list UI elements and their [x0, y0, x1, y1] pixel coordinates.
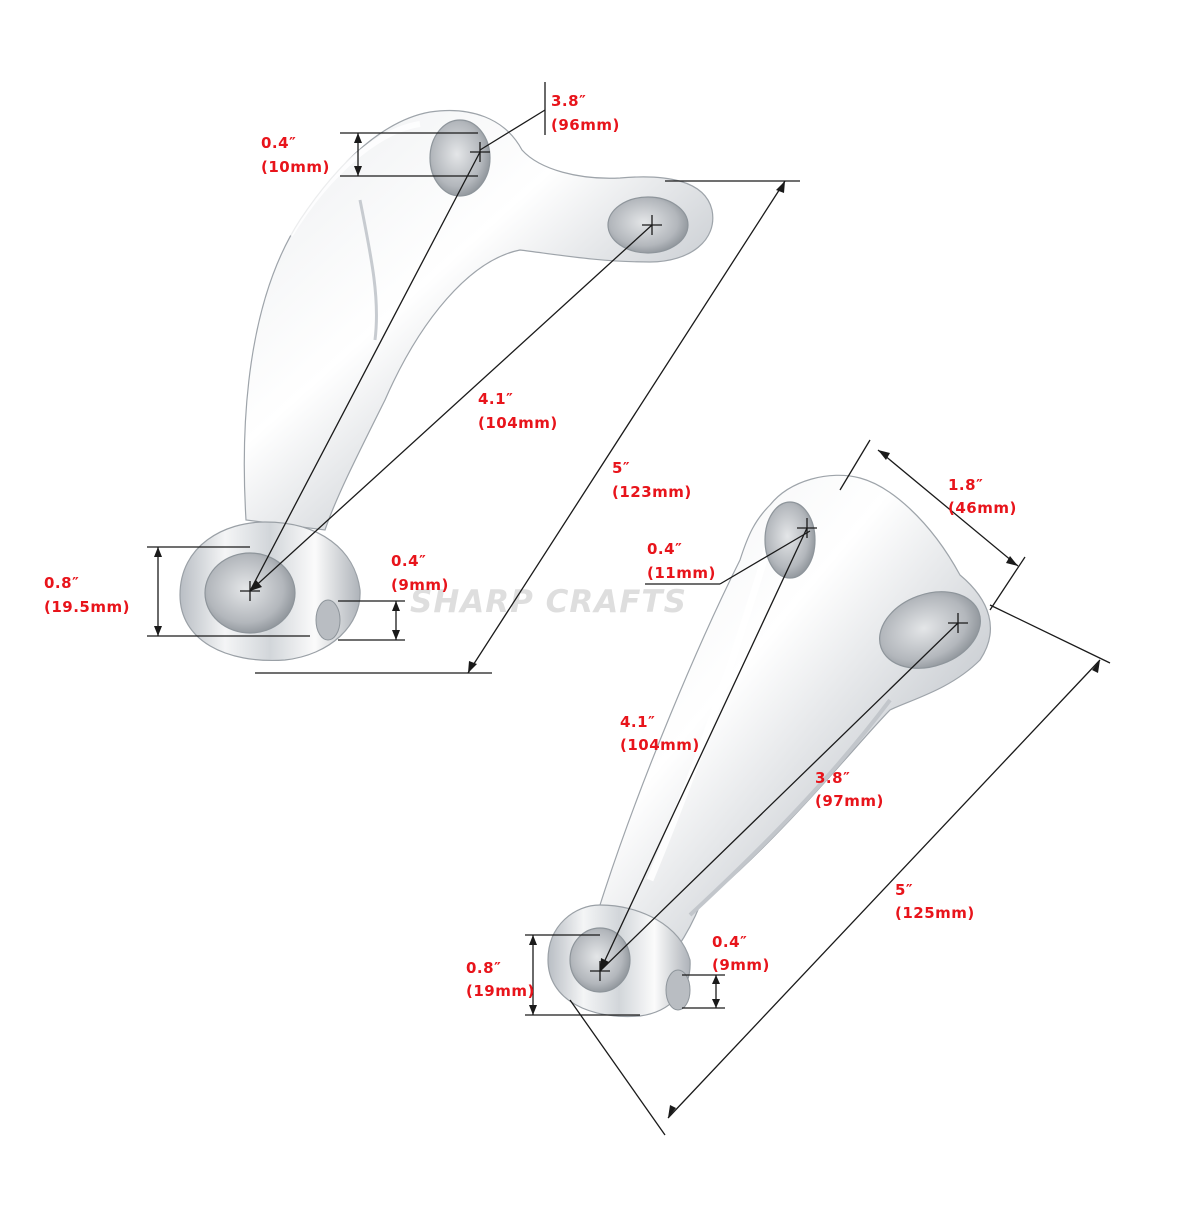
right-diagonal-left-in: 4.1″ — [620, 713, 655, 731]
right-clamp-slot-mm: (9mm) — [712, 956, 770, 974]
left-top-bore-mm: (10mm) — [261, 158, 330, 176]
right-clamp-slot-in: 0.4″ — [712, 933, 747, 951]
left-top-offset-mm: (96mm) — [551, 116, 620, 134]
left-top-bore-in: 0.4″ — [261, 134, 296, 152]
left-clamp-slot-mm: (9mm) — [391, 576, 449, 594]
right-dimension-labels: 1.8″ (46mm) 0.4″ (11mm) 4.1″ (104mm) 3.8… — [466, 476, 1017, 1000]
left-riser-part — [179, 109, 714, 662]
left-clamp-slot-in: 0.4″ — [391, 552, 426, 570]
right-side-bore — [879, 591, 981, 669]
right-clamp-height-in: 0.8″ — [466, 959, 501, 977]
right-top-width-in: 1.8″ — [948, 476, 983, 494]
right-top-width-mm: (46mm) — [948, 499, 1017, 517]
left-overall-in: 5″ — [612, 459, 630, 477]
watermark-text: SHARP CRAFTS — [410, 584, 687, 620]
right-diagonal-right-mm: (97mm) — [815, 792, 884, 810]
right-diagonal-right-in: 3.8″ — [815, 769, 850, 787]
left-top-offset-in: 3.8″ — [551, 92, 586, 110]
left-diagonal-mm: (104mm) — [478, 414, 558, 432]
left-clamp-height-in: 0.8″ — [44, 574, 79, 592]
right-top-bore — [764, 501, 816, 579]
left-dimension-labels: 3.8″ (96mm) 0.4″ (10mm) 4.1″ (104mm) 5″ … — [44, 92, 692, 616]
right-diagonal-left-mm: (104mm) — [620, 736, 700, 754]
left-clamp-height-mm: (19.5mm) — [44, 598, 130, 616]
left-overall-mm: (123mm) — [612, 483, 692, 501]
right-top-bore-in: 0.4″ — [647, 540, 682, 558]
right-riser-part — [547, 474, 991, 1018]
left-top-bore — [429, 119, 491, 197]
right-dimension-lines — [525, 439, 1111, 1136]
left-dimension-lines — [147, 82, 800, 674]
right-overall-mm: (125mm) — [895, 904, 975, 922]
right-clamp-bore — [569, 927, 631, 993]
right-clamp-height-mm: (19mm) — [466, 982, 535, 1000]
left-diagonal-in: 4.1″ — [478, 390, 513, 408]
right-top-bore-mm: (11mm) — [647, 564, 716, 582]
right-overall-in: 5″ — [895, 881, 913, 899]
